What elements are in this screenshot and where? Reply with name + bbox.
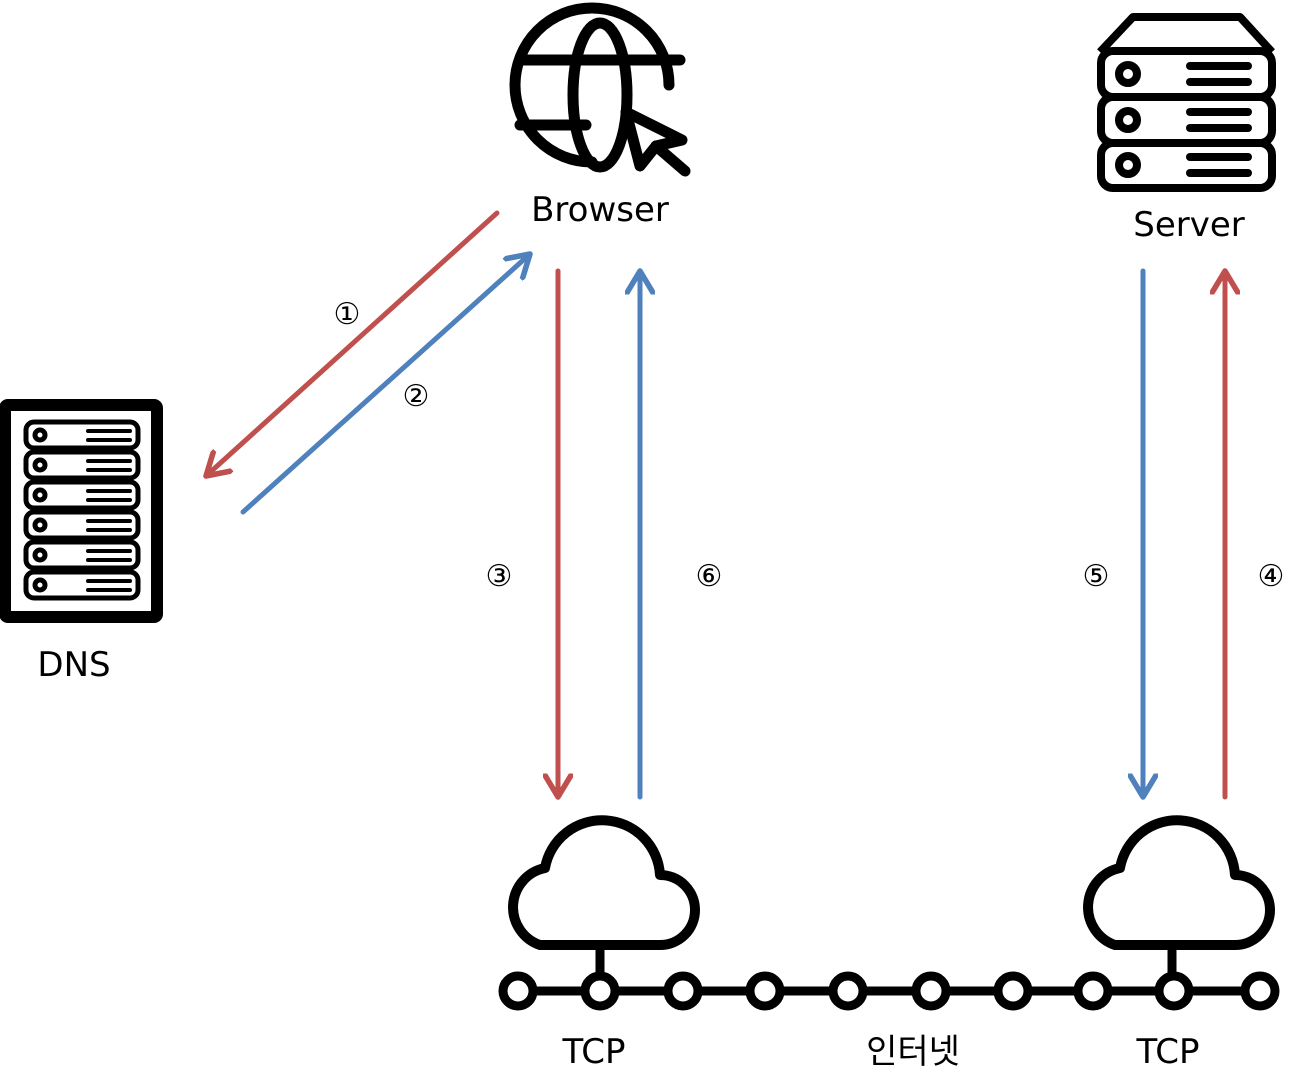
arrow-step-1 [206, 210, 500, 476]
arrow-step-2 [240, 254, 530, 515]
globe-cursor-icon [509, 2, 691, 177]
server-rack-icon [0, 399, 163, 623]
network-line-icon [498, 945, 1280, 1011]
step-number-2: ② [403, 379, 430, 414]
step-number-5: ⑤ [1083, 559, 1110, 594]
step-number-3: ③ [486, 559, 513, 594]
browser-label: Browser [531, 190, 669, 230]
step-number-6: ⑥ [696, 559, 723, 594]
step-number-4: ④ [1258, 559, 1285, 594]
server-stack-icon [1097, 13, 1276, 192]
dns-label: DNS [37, 645, 110, 685]
cloud-icon [1083, 815, 1275, 950]
internet-label: 인터넷 [866, 1032, 960, 1072]
tcp-right-label: TCP [1135, 1032, 1199, 1072]
step-number-1: ① [334, 297, 361, 332]
tcp-left-label: TCP [561, 1032, 625, 1072]
cloud-icon [508, 815, 700, 950]
server-label: Server [1133, 205, 1245, 245]
